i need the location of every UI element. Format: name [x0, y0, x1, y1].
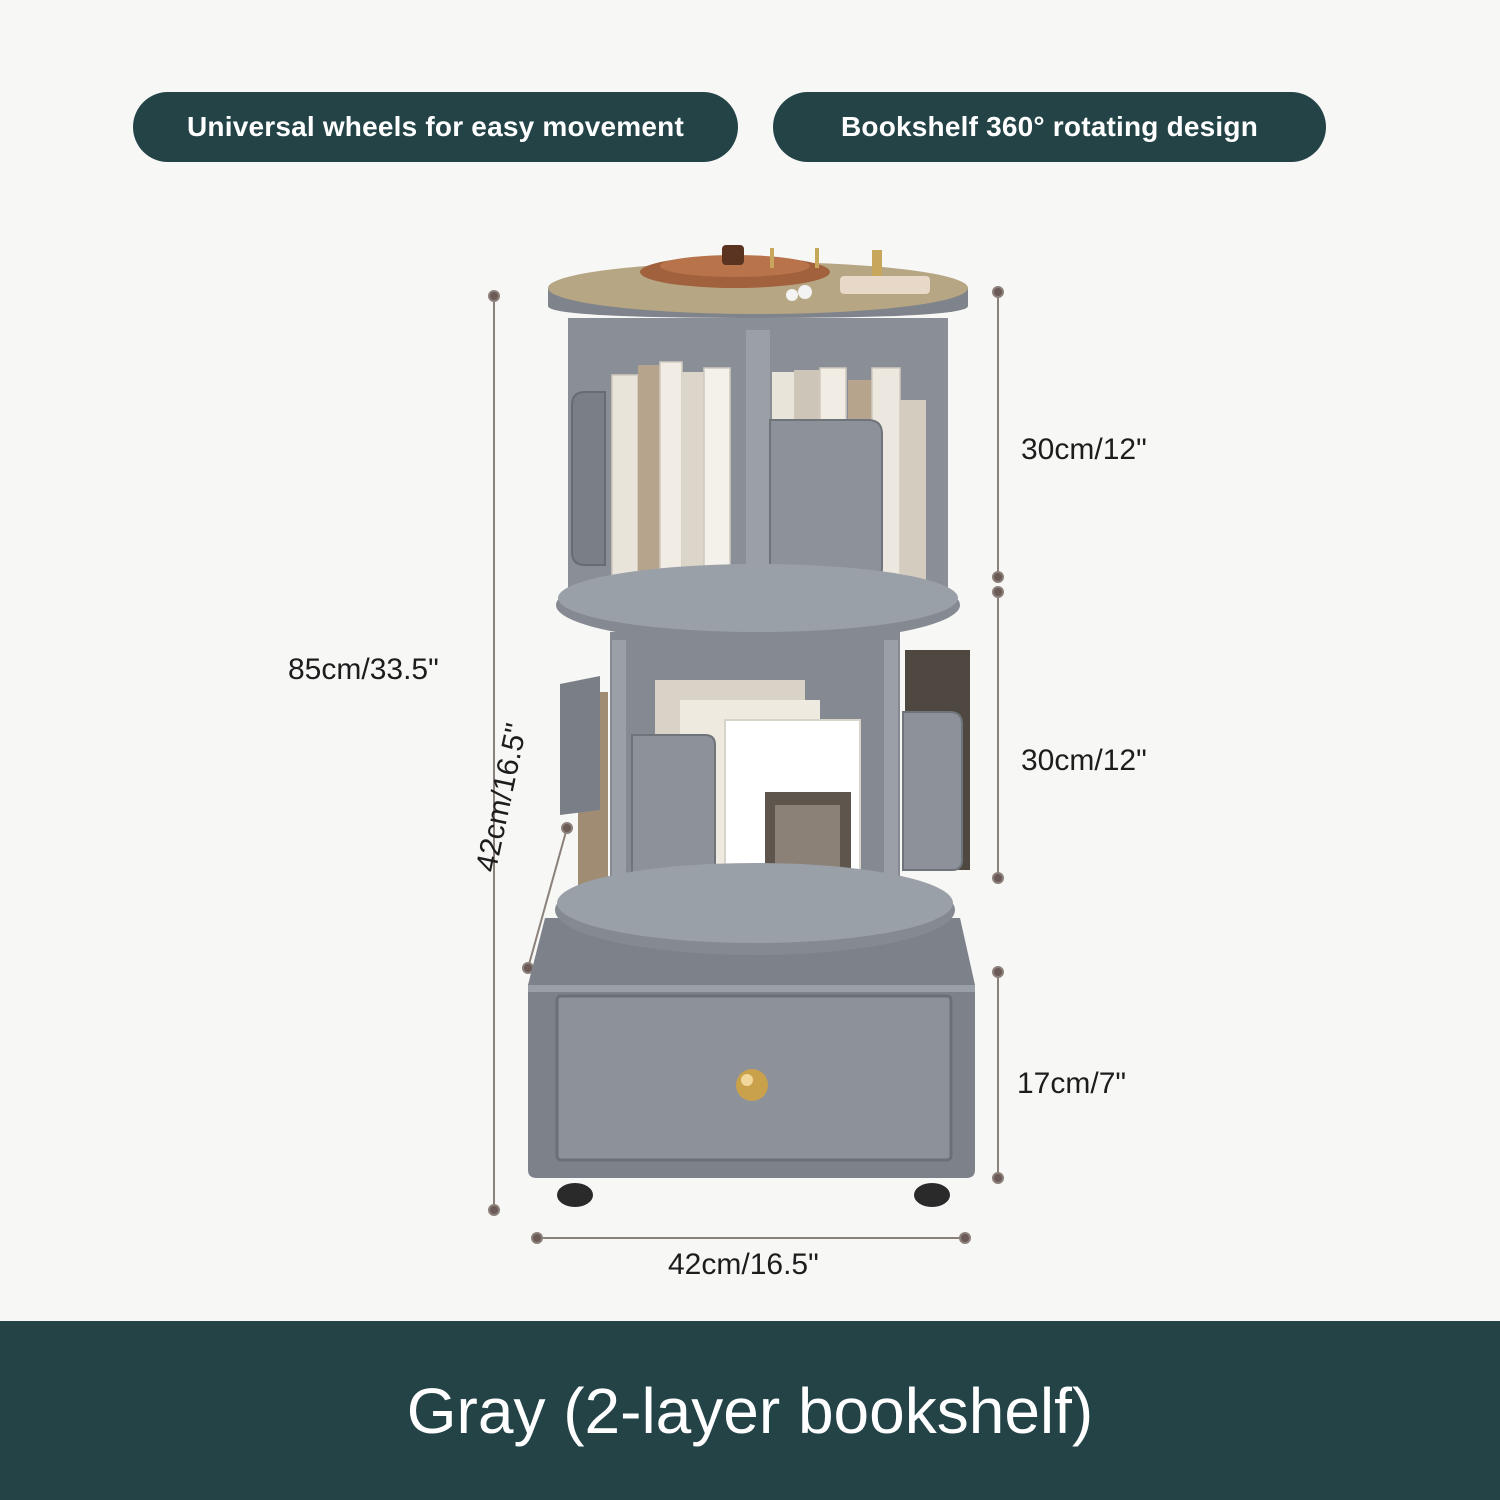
drawer-knob — [736, 1069, 768, 1101]
dimension-lines — [488, 286, 1004, 1244]
wheel-right — [914, 1183, 950, 1207]
badge-rotating-design-label: Bookshelf 360° rotating design — [840, 111, 1259, 142]
dimension-lower-tier: 30cm/12" — [1021, 744, 1147, 777]
footer-title: Gray (2-layer bookshelf) — [406, 1374, 1094, 1447]
lower-tier — [555, 632, 970, 955]
badge-universal-wheels: Universal wheels for easy movement — [133, 92, 738, 162]
upper-tier — [556, 318, 960, 643]
decor-phone — [840, 276, 930, 294]
wheel-left — [557, 1183, 593, 1207]
tabletop — [548, 245, 968, 318]
dimension-upper-tier: 30cm/12" — [1021, 433, 1147, 466]
badge-rotating-design: Bookshelf 360° rotating design — [773, 92, 1326, 162]
dimension-total-height: 85cm/33.5" — [288, 653, 439, 686]
dimension-drawer: 17cm/7" — [1017, 1067, 1127, 1100]
footer-banner: Gray (2-layer bookshelf) — [0, 1321, 1500, 1500]
badge-universal-wheels-label: Universal wheels for easy movement — [186, 111, 685, 142]
dimension-width: 42cm/16.5" — [668, 1248, 819, 1281]
drawer-cabinet — [528, 918, 975, 1207]
